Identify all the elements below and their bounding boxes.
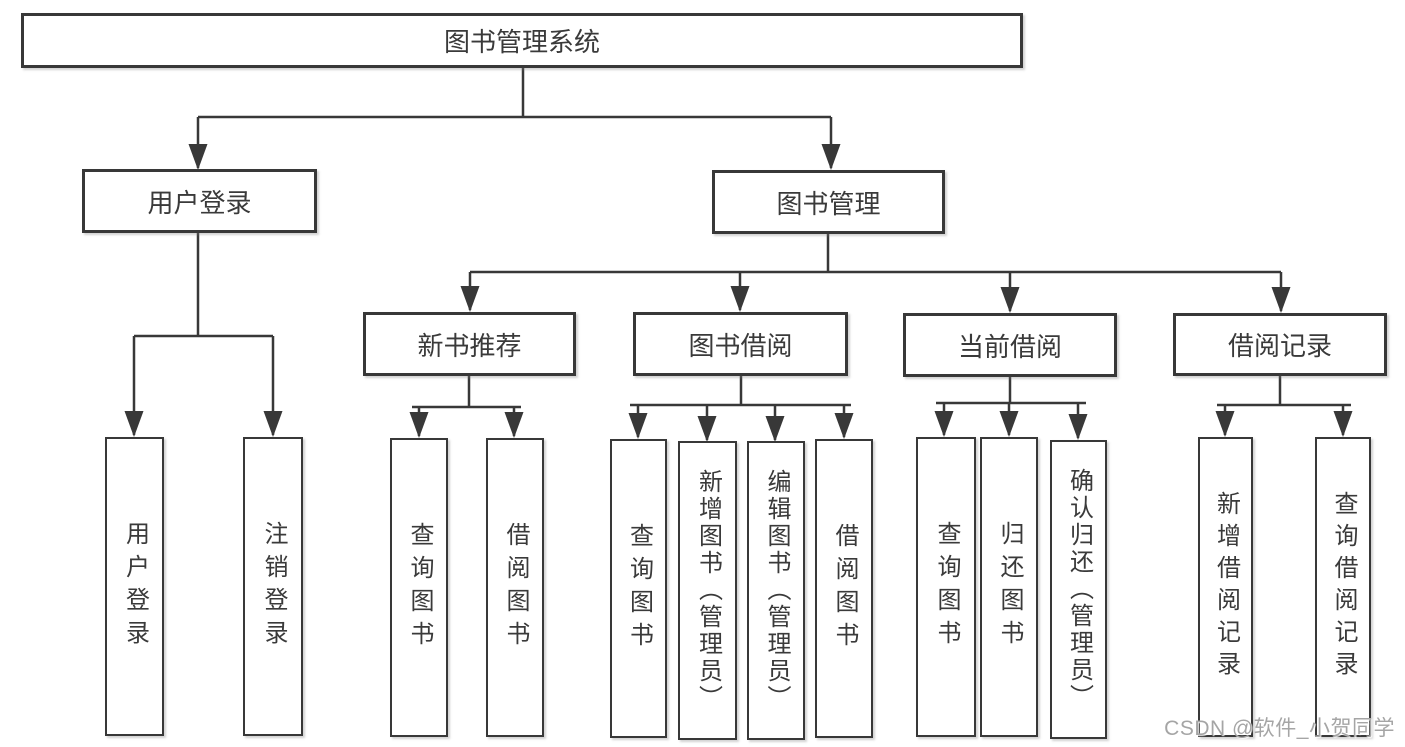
leaf-query-borrow-record: 查询借阅记录 — [1315, 437, 1371, 737]
node-borrowing-records: 借阅记录 — [1173, 313, 1387, 376]
leaf-query-books-current: 查询图书 — [916, 437, 976, 737]
leaf-confirm-return-admin-label: 确认归还（管理员） — [1065, 468, 1093, 711]
leaf-logout-label: 注销登录 — [260, 520, 287, 653]
watermark-text: CSDN @软件_小贺同学 — [1164, 717, 1395, 740]
leaf-return-books: 归还图书 — [980, 437, 1038, 737]
leaf-borrow-books-recommend-label: 借阅图书 — [502, 521, 529, 654]
node-root: 图书管理系统 — [21, 13, 1023, 68]
leaf-query-books-recommend: 查询图书 — [390, 438, 448, 737]
node-current-borrowing: 当前借阅 — [903, 313, 1117, 377]
node-book-management: 图书管理 — [712, 170, 945, 234]
arrowheads — [124, 144, 1353, 442]
node-book-borrowing-label: 图书借阅 — [688, 330, 793, 361]
leaf-query-books-current-label: 查询图书 — [933, 521, 960, 653]
leaf-logout: 注销登录 — [243, 437, 303, 736]
node-user-login-label: 用户登录 — [147, 187, 252, 218]
node-new-book-recommend: 新书推荐 — [363, 312, 576, 376]
leaf-edit-books-admin: 编辑图书（管理员） — [747, 441, 805, 740]
leaf-add-books-admin-label: 新增图书（管理员） — [694, 469, 722, 712]
leaf-edit-books-admin-label: 编辑图书（管理员） — [763, 469, 790, 712]
node-new-book-recommend-label: 新书推荐 — [417, 330, 522, 361]
leaf-query-borrow-record-label: 查询借阅记录 — [1330, 491, 1357, 683]
leaf-confirm-return-admin: 确认归还（管理员） — [1050, 440, 1107, 739]
leaf-borrow-books-borrowing-label: 借阅图书 — [831, 522, 858, 655]
leaf-add-borrow-record-label: 新增借阅记录 — [1212, 491, 1240, 683]
leaf-borrow-books-borrowing: 借阅图书 — [815, 439, 873, 738]
leaf-query-books-borrowing: 查询图书 — [610, 439, 667, 738]
node-book-management-label: 图书管理 — [776, 188, 881, 219]
leaf-user-login-label: 用户登录 — [121, 520, 149, 653]
leaf-query-books-recommend-label: 查询图书 — [406, 521, 433, 654]
leaf-return-books-label: 归还图书 — [996, 521, 1023, 653]
leaf-borrow-books-recommend: 借阅图书 — [486, 438, 544, 737]
leaf-user-login: 用户登录 — [105, 437, 164, 736]
node-borrowing-records-label: 借阅记录 — [1227, 331, 1332, 361]
node-user-login: 用户登录 — [82, 169, 317, 233]
leaf-add-borrow-record: 新增借阅记录 — [1198, 437, 1253, 737]
node-root-label: 图书管理系统 — [443, 27, 600, 57]
leaf-add-books-admin: 新增图书（管理员） — [678, 441, 737, 740]
leaf-query-books-borrowing-label: 查询图书 — [625, 522, 653, 655]
node-current-borrowing-label: 当前借阅 — [957, 331, 1062, 362]
node-book-borrowing: 图书借阅 — [633, 312, 848, 376]
